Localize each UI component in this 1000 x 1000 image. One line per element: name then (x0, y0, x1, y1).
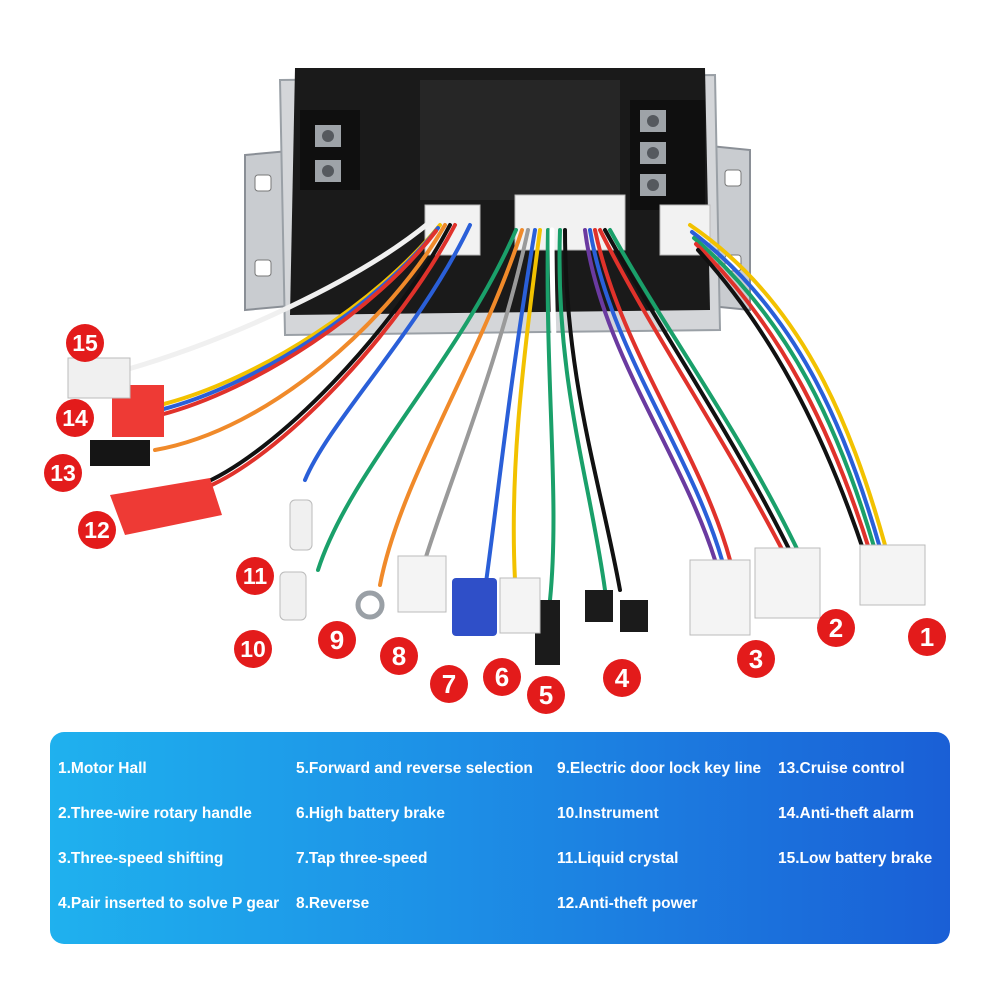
connector-11 (289, 499, 313, 551)
legend-item-10: 10.Instrument (557, 805, 659, 822)
connector-12 (110, 478, 222, 535)
connector-15 (67, 357, 131, 399)
connector-2 (754, 547, 821, 619)
badge-11: 11 (236, 557, 274, 595)
badge-4: 4 (603, 659, 641, 697)
badge-10: 10 (234, 630, 272, 668)
connector-6 (499, 577, 541, 634)
legend-item-3: 3.Three-speed shifting (58, 850, 224, 867)
legend-item-8: 8.Reverse (296, 895, 370, 912)
legend-item-6: 6.High battery brake (296, 805, 446, 822)
power-terminals-right (630, 100, 705, 210)
legend-item-9: 9.Electric door lock key line (557, 760, 762, 777)
connector-13 (90, 440, 150, 466)
legend-item-1: 1.Motor Hall (58, 760, 147, 777)
legend-panel: 1.Motor Hall 2.Three-wire rotary handle … (50, 732, 950, 944)
controller-illustration (67, 68, 926, 665)
badge-15: 15 (66, 324, 104, 362)
badge-2: 2 (817, 609, 855, 647)
connector-10 (279, 571, 307, 621)
legend-item-5: 5.Forward and reverse selection (296, 760, 533, 777)
badge-9: 9 (318, 621, 356, 659)
badge-8: 8 (380, 637, 418, 675)
legend-item-15: 15.Low battery brake (778, 850, 933, 867)
legend-item-2: 2.Three-wire rotary handle (58, 805, 252, 822)
legend-item-4: 4.Pair inserted to solve P gear (58, 895, 280, 912)
connector-8 (397, 555, 447, 613)
badge-14: 14 (56, 399, 94, 437)
badge-5: 5 (527, 676, 565, 714)
connector-3 (689, 559, 751, 636)
badge-6: 6 (483, 658, 521, 696)
connector-1 (859, 544, 926, 606)
power-terminals-left (300, 110, 360, 190)
badge-13: 13 (44, 454, 82, 492)
badge-3: 3 (737, 640, 775, 678)
wire-harness (122, 219, 887, 603)
legend-item-12: 12.Anti-theft power (557, 895, 698, 912)
badge-7: 7 (430, 665, 468, 703)
connector-7 (452, 578, 497, 636)
badge-1: 1 (908, 618, 946, 656)
badge-12: 12 (78, 511, 116, 549)
legend-item-13: 13.Cruise control (778, 760, 905, 777)
connector-4 (585, 590, 648, 632)
legend-item-11: 11.Liquid crystal (557, 850, 679, 867)
connector-9 (355, 590, 385, 620)
legend-item-7: 7.Tap three-speed (296, 850, 428, 867)
legend-item-14: 14.Anti-theft alarm (778, 805, 915, 822)
